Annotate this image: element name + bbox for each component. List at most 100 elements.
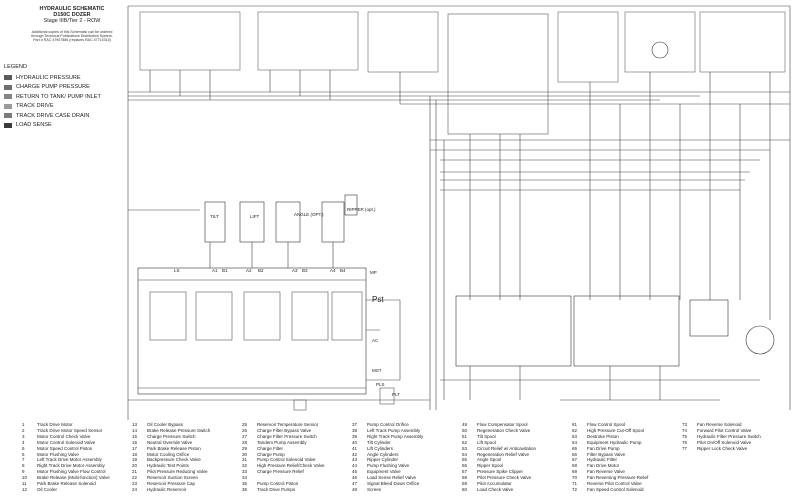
- part-name: Pump Control Orifice: [367, 422, 409, 427]
- ripper-label: RIPPER (opt.): [347, 207, 376, 212]
- part-name: Fan Reverse Valve: [587, 469, 625, 475]
- part-name: Park Brake Release Solenoid: [37, 481, 96, 487]
- part-number: 28: [242, 439, 248, 445]
- legend-title: LEGEND: [4, 64, 28, 70]
- part-name: Oil Cooler: [37, 486, 58, 492]
- part-number: 24: [132, 486, 138, 492]
- part-name: Regeneration Check Valve: [477, 427, 531, 433]
- part-name: Charge Filter Bypass Valve: [257, 427, 312, 433]
- part-number: 77: [682, 445, 688, 451]
- part-number: 9: [22, 469, 25, 475]
- part-number: 15: [132, 433, 138, 439]
- part-number: 61: [572, 422, 578, 427]
- part-number: 29: [242, 445, 248, 451]
- part-entry: 39 Right Track Pump Assembly: [352, 434, 462, 440]
- part-number: 58: [462, 475, 468, 481]
- part-number: 74: [682, 427, 688, 433]
- part-name: Ripper Spool: [477, 463, 504, 469]
- part-name: Oil Cooler Bypass: [147, 422, 184, 427]
- part-number: 33: [242, 469, 248, 475]
- part-name: Backpressure Check Valve: [147, 457, 201, 463]
- legend-swatch: [4, 103, 12, 109]
- b3-label: B3: [302, 268, 308, 273]
- part-number: 7: [22, 457, 25, 463]
- part-number: 48: [352, 486, 358, 492]
- part-entry: 34: [242, 475, 352, 481]
- legend-label: LOAD SENSE: [16, 122, 52, 129]
- part-number: 39: [352, 433, 358, 439]
- part-number: 55: [462, 457, 468, 463]
- part-number: 67: [572, 457, 578, 463]
- part-number: 19: [132, 457, 138, 463]
- part-name: Motor Speed Control Piston: [37, 445, 93, 451]
- part-number: 37: [352, 422, 358, 427]
- part-name: Fan Reversing Pressure Relief: [587, 475, 649, 481]
- plt-label: PLT: [392, 392, 400, 397]
- part-name: Forward Pilot Control Valve: [697, 427, 752, 433]
- part-number: 32: [242, 463, 248, 469]
- part-number: 73: [682, 422, 688, 427]
- part-number: 44: [352, 463, 358, 469]
- part-name: Fan Drive Motor: [587, 463, 620, 469]
- part-number: 76: [682, 439, 688, 445]
- a4-label: A4: [330, 268, 336, 273]
- part-number: 3: [22, 433, 25, 439]
- part-name: Pilot Pressure Reducing Valve: [147, 469, 208, 475]
- part-name: Left Track Pump Assembly: [367, 427, 421, 433]
- part-number: 49: [462, 422, 468, 427]
- b1-label: B1: [222, 268, 228, 273]
- part-number: 35: [242, 481, 248, 487]
- part-number: 52: [462, 439, 468, 445]
- part-name: Angle Cylinders: [367, 451, 399, 457]
- part-number: 47: [352, 481, 358, 487]
- part-name: Fan Speed Control Solenoid: [587, 486, 644, 492]
- a1-label: A1: [212, 268, 218, 273]
- part-name: Track Drive Motor: [37, 422, 73, 427]
- part-number: 57: [462, 469, 468, 475]
- part-number: 27: [242, 433, 248, 439]
- stage-tier: Stage IIIB/Tier 2 - ROW: [43, 18, 101, 25]
- part-name: Load Sense Relief Valve: [367, 475, 416, 481]
- a3-label: A3: [292, 268, 298, 273]
- tilt-label: TILT: [210, 214, 219, 219]
- part-number: 10: [22, 475, 28, 481]
- legend-swatch: [4, 84, 12, 90]
- part-number: 25: [242, 422, 248, 427]
- part-name: Reservoir Temperature Sensor: [257, 422, 319, 427]
- part-number: 56: [462, 463, 468, 469]
- part-name: Right Track Pump Assembly: [367, 433, 424, 439]
- part-name: Motor Control Solenoid Valve: [37, 439, 96, 445]
